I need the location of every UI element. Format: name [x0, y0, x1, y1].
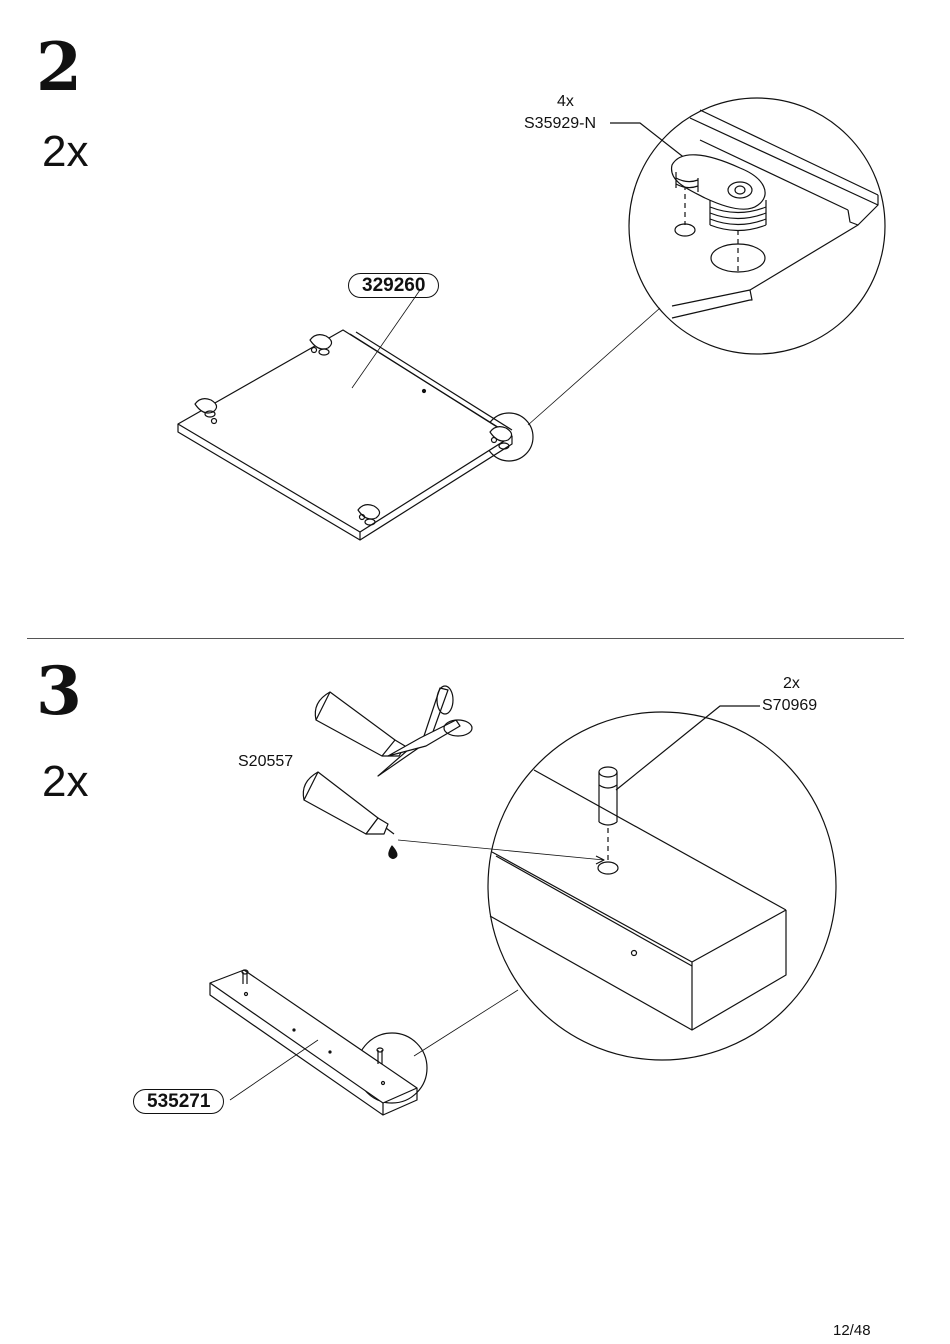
zoom-hole-small: [675, 224, 695, 236]
beam-leader-line: [230, 1040, 318, 1100]
glue-tube-open-icon: [303, 772, 394, 834]
dowel-count-label: 2x: [783, 674, 800, 694]
page-number: 12/48: [833, 1322, 871, 1339]
zoom-circle-dowel: [488, 712, 836, 1060]
beam-535271: [210, 970, 417, 1115]
dowel-icon: [598, 767, 618, 874]
zoom-connector-line-3: [414, 990, 518, 1056]
zoom-connector-line: [528, 308, 660, 425]
step-3-quantity: 2x: [42, 760, 88, 804]
section-divider: [27, 638, 904, 639]
dowel-leader-line: [616, 706, 760, 790]
zoom-circle-fitting: [629, 98, 885, 354]
cam-lock-fitting-icon: [672, 155, 766, 231]
scissors-icon: [378, 686, 472, 776]
step-3-number: 3: [36, 658, 81, 724]
panel-329260: [178, 330, 512, 540]
step-2-illustration: [0, 0, 950, 640]
glue-leader-line: [398, 840, 604, 860]
zoom-beam-block: [490, 770, 786, 1030]
glue-code-label: S20557: [238, 752, 293, 772]
glue-drop-icon: [389, 846, 397, 859]
glue-tube-icon: [315, 692, 405, 756]
zoom-panel-edge: [672, 110, 878, 318]
detail-circle-3: [357, 1033, 427, 1103]
part-number-535271: 535271: [133, 1089, 224, 1114]
dowel-code-label: S70969: [762, 696, 817, 716]
